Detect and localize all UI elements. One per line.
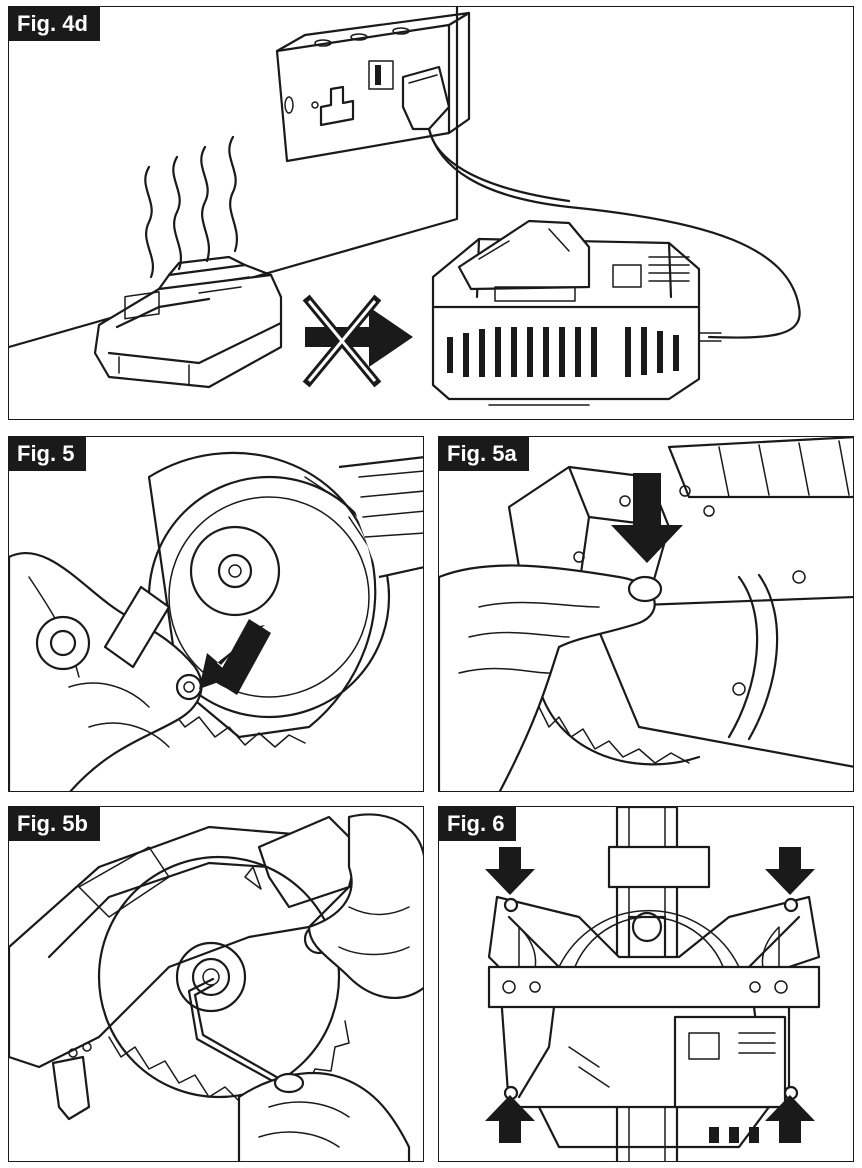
- spindle-lock-knob: [175, 673, 203, 701]
- figure-4d-panel: Fig. 4d: [8, 6, 854, 420]
- saw-arm: [587, 437, 853, 768]
- figure-6-illustration: [485, 807, 821, 1161]
- figure-5a-label: Fig. 5a: [439, 437, 529, 471]
- cross-mark-icon: [302, 294, 413, 388]
- figure-5-illustration: [9, 451, 423, 791]
- plug: [401, 65, 801, 339]
- arrow-icon: [199, 619, 271, 695]
- charger: [431, 219, 722, 406]
- arrow-icon: [485, 847, 815, 1143]
- arrow-icon: [611, 473, 683, 563]
- figure-4d-label: Fig. 4d: [9, 7, 100, 41]
- blade-partial: [537, 685, 701, 766]
- saw-base: [487, 895, 821, 1149]
- hand-right: [237, 1071, 411, 1161]
- figure-6-label: Fig. 6: [439, 807, 517, 841]
- charger-vents: [447, 327, 679, 377]
- figure-6-panel: Fig. 6: [438, 806, 854, 1162]
- hand: [439, 564, 663, 791]
- saw-blade-guard: [9, 815, 361, 1121]
- figure-5b-label: Fig. 5b: [9, 807, 100, 841]
- figure-4d-illustration: [9, 7, 801, 406]
- figure-5-label: Fig. 5: [9, 437, 87, 471]
- figure-5b-panel: Fig. 5b: [8, 806, 424, 1162]
- heat-waves-icon: [144, 135, 238, 279]
- motor-housing: [338, 456, 423, 579]
- figure-5b-illustration: [9, 813, 423, 1161]
- hand: [9, 551, 203, 791]
- power-cable: [427, 127, 801, 339]
- figure-5a-panel: Fig. 5a: [438, 436, 854, 792]
- hand-left: [307, 813, 423, 999]
- wall-socket: [275, 11, 471, 163]
- figure-5a-illustration: [439, 437, 853, 791]
- battery-pack: [93, 255, 283, 389]
- hex-key: [187, 977, 289, 1091]
- figure-5-panel: Fig. 5: [8, 436, 424, 792]
